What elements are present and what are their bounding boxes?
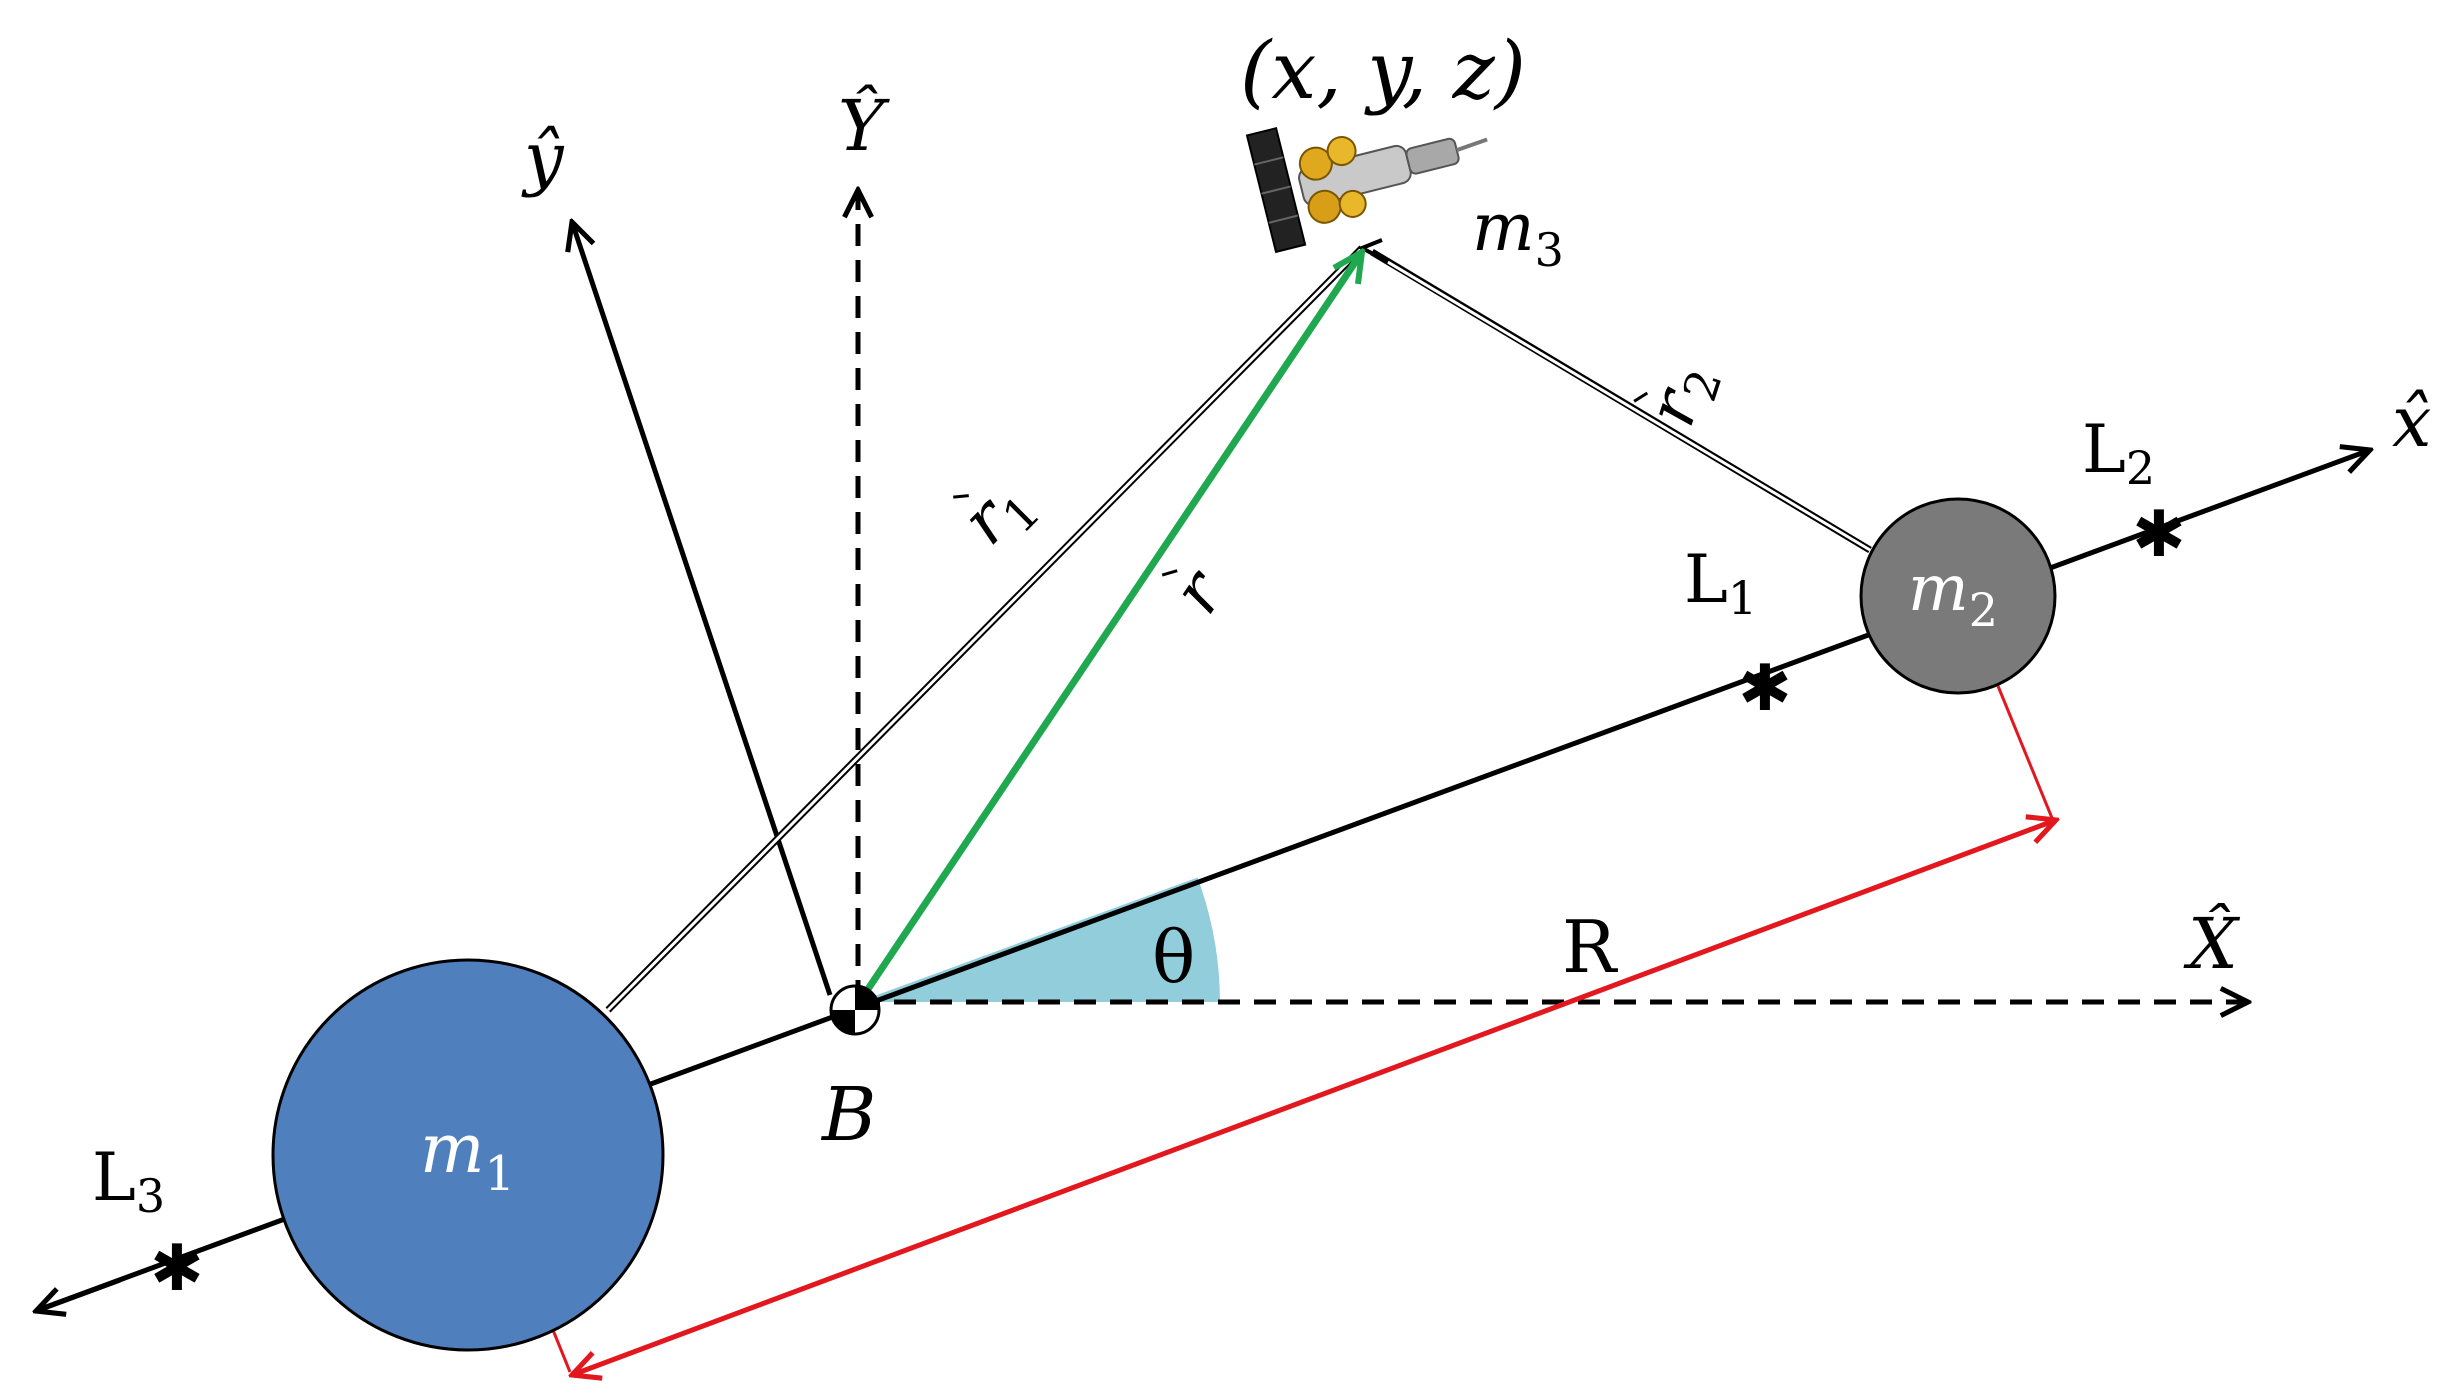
m1-label: m1 bbox=[420, 1110, 515, 1202]
L2-marker: ✱ bbox=[2132, 498, 2186, 570]
rotating-y-axis bbox=[572, 222, 833, 996]
L1-label: L1 bbox=[1684, 541, 1757, 625]
mass-m1 bbox=[271, 958, 665, 1352]
R-bracket-m1 bbox=[551, 1329, 572, 1373]
r-vector bbox=[859, 252, 1362, 1000]
barycenter-icon bbox=[829, 984, 881, 1036]
Y-axis-label: Ŷ bbox=[838, 85, 890, 167]
m2-label: m2 bbox=[1908, 552, 1998, 637]
rotating-x-axis-negative-end bbox=[36, 1277, 121, 1311]
L3-label: L3 bbox=[92, 1139, 165, 1223]
r1-label: r1 bbox=[947, 462, 1051, 566]
coordinates-label: (x, y, z) bbox=[1240, 24, 1526, 117]
B-label: B bbox=[820, 1072, 876, 1158]
R-distance-arrow bbox=[572, 820, 2056, 1375]
svg-text:r1: r1 bbox=[947, 462, 1051, 566]
mass-m2 bbox=[1859, 497, 2057, 695]
r-label: r bbox=[1157, 555, 1240, 627]
L2-label: L2 bbox=[2082, 411, 2155, 495]
m3-label: m3 bbox=[1472, 189, 1564, 277]
theta-label: θ bbox=[1152, 915, 1195, 999]
X-axis-label: X̂ bbox=[2183, 903, 2241, 985]
x-axis-label: x̂ bbox=[2392, 381, 2431, 463]
R-label: R bbox=[1562, 905, 1618, 989]
r2-label: r2 bbox=[1632, 353, 1733, 437]
R-bracket-m2 bbox=[1996, 685, 2054, 819]
svg-text:r: r bbox=[1157, 555, 1240, 627]
r2-vector-inner bbox=[1375, 253, 1871, 552]
r1-vector-inner bbox=[606, 246, 1364, 1012]
L3-marker: ✱ bbox=[150, 1232, 204, 1304]
y-axis-label: ŷ bbox=[521, 117, 565, 199]
spacecraft-icon bbox=[1245, 126, 1488, 254]
svg-text:r2: r2 bbox=[1632, 353, 1733, 437]
L1-marker: ✱ bbox=[1738, 652, 1792, 724]
